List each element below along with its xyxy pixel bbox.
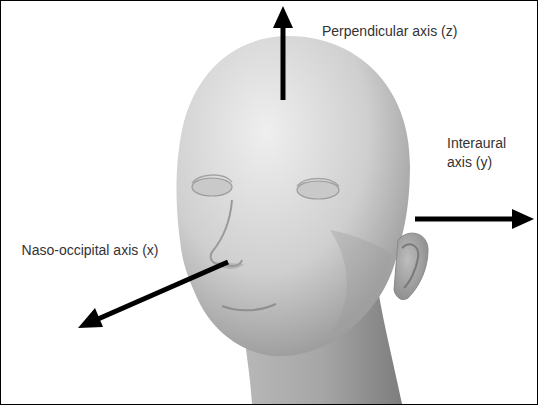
x-arrowhead	[78, 308, 103, 328]
z-arrowhead	[273, 6, 293, 28]
y-arrowhead	[512, 209, 534, 229]
right-eyelid	[297, 179, 339, 187]
left-eyelid	[192, 175, 232, 183]
lower-lip	[228, 310, 272, 319]
right-eye	[297, 181, 339, 199]
ear	[394, 233, 428, 299]
nose	[211, 200, 242, 266]
x-axis-arrow	[98, 262, 228, 319]
cheek-shade	[330, 230, 392, 335]
y-axis-arrow	[415, 217, 515, 222]
mouth	[222, 304, 276, 310]
z-axis-label: Perpendicular axis (z)	[322, 22, 472, 41]
left-eye	[192, 178, 232, 196]
z-axis-arrow	[281, 24, 286, 100]
ear-fold	[402, 244, 418, 288]
y-axis-label: Interaural axis (y)	[447, 134, 525, 172]
x-axis-label: Naso-occipital axis (x)	[10, 241, 170, 260]
head	[177, 36, 411, 356]
